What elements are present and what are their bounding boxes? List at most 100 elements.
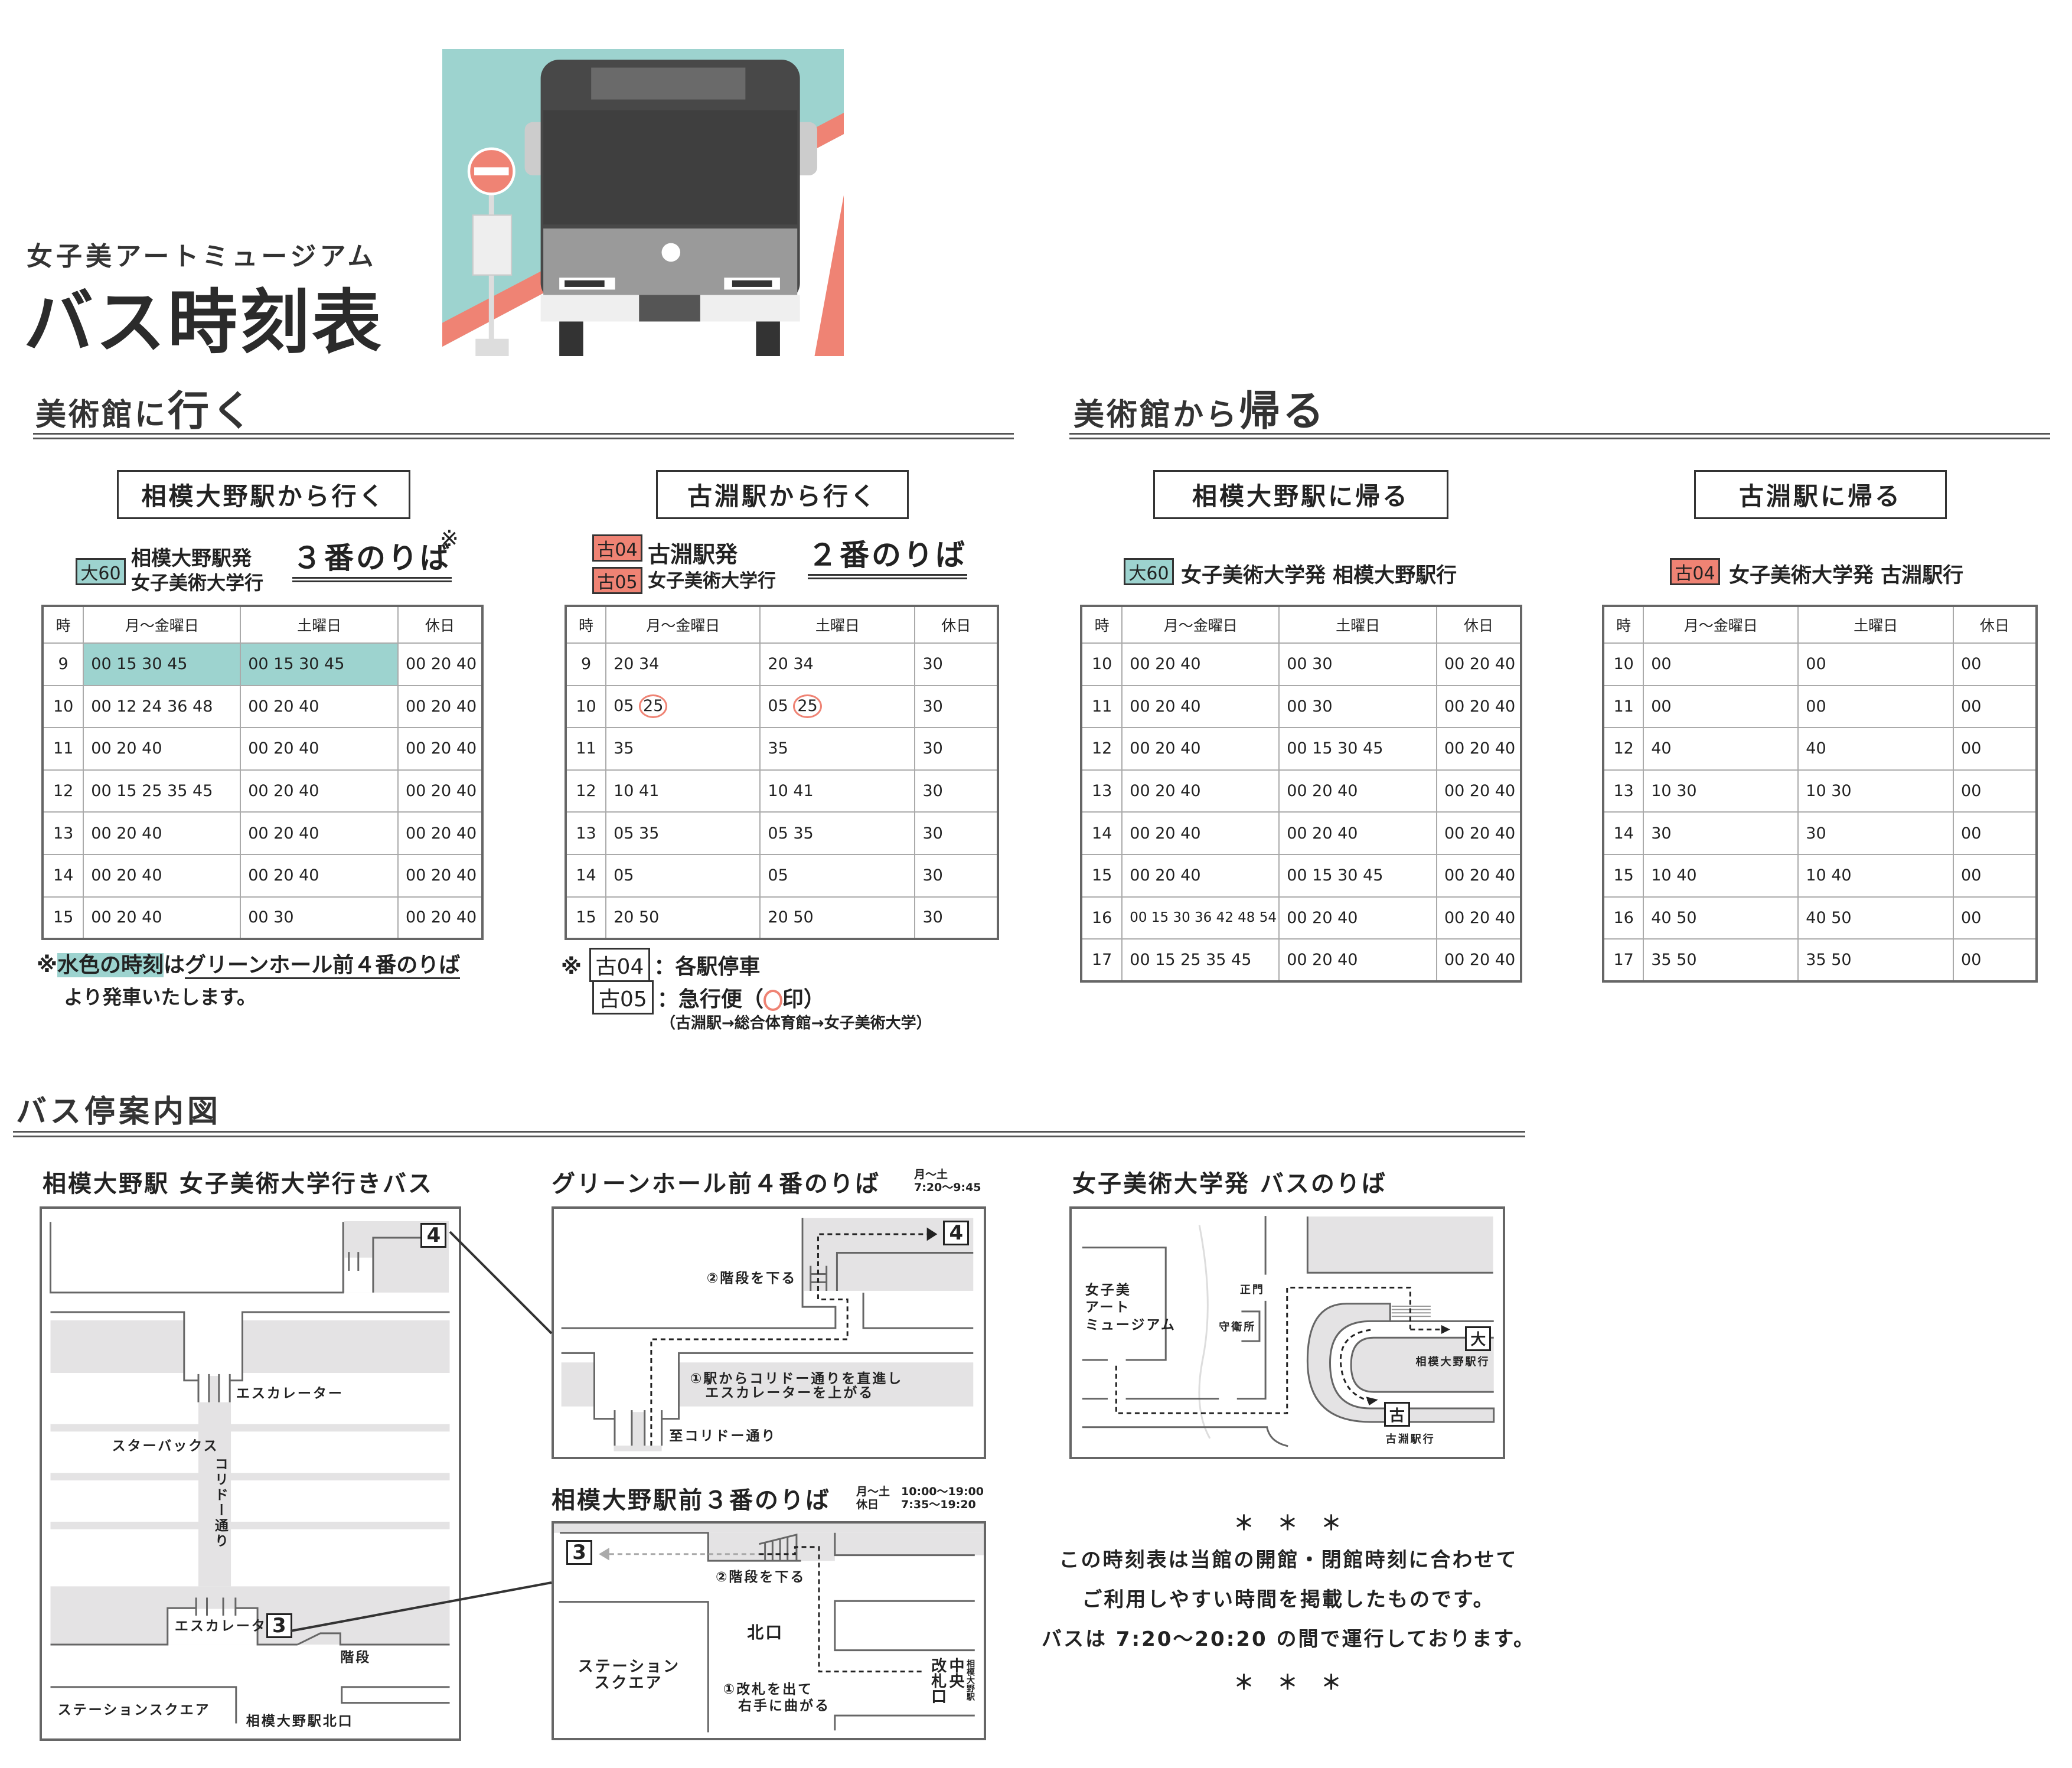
map-label-step1: ①駅からコリドー通りを直進し [690,1371,903,1387]
weekday-cell: 00 15 25 35 45 [1121,938,1280,982]
to-sagami-ono-button[interactable]: 相模大野駅に帰る [1153,470,1448,519]
table-header-row: 時月〜金曜日土曜日休日 [41,605,484,644]
map-label-north-exit: 相模大野駅北口 [246,1714,354,1730]
map-label-corridor: コリドー通り [212,1456,228,1549]
column-header: 時 [1080,605,1123,644]
weekday-cell: 35 50 [1643,938,1799,982]
section-return-large: 帰る [1239,387,1327,435]
saturday-cell: 05 35 [759,811,916,855]
holiday-cell: 00 20 40 [397,727,484,771]
hour-cell: 12 [1080,727,1123,771]
from-kobuchi-button[interactable]: 古淵駅から行く [656,470,909,519]
hour-cell: 11 [1080,684,1123,729]
from-sagami-ono-button[interactable]: 相模大野駅から行く [117,470,410,519]
holiday-cell: 00 [1953,811,2037,855]
holiday-cell: 30 [914,853,999,898]
to-kobuchi-button[interactable]: 古淵駅に帰る [1694,470,1947,519]
saturday-cell: 00 30 [240,896,399,940]
map-label-station: 相模大野駅 [965,1659,975,1701]
holiday-cell: 30 [914,811,999,855]
bus-stop-sagami-ono-marker: 大 [1465,1326,1492,1351]
divider [13,1136,1525,1137]
holiday-cell: 00 20 40 [397,853,484,898]
hour-cell: 10 [1602,642,1644,686]
divider [13,1131,1525,1133]
weekday-cell: 00 15 25 35 45 [83,769,242,813]
note-text: は [164,953,185,977]
map-title: 相模大野駅前３番のりば [552,1487,831,1514]
map-drawing [42,1221,459,1738]
bus-stop-3-marker: 3 [566,1539,593,1565]
map-label-museum: アート [1085,1300,1131,1316]
map-label-step2: ②階段を下る [715,1570,806,1586]
holiday-cell: 00 [1953,938,2037,982]
weekday-cell: 05 35 [605,811,761,855]
route-badge-outline: 古04 [589,948,651,982]
holiday-cell: 00 20 40 [397,896,484,940]
route-origin: 相模大野駅発 [131,547,252,570]
note-mark: ※ [440,526,459,552]
column-header: 時 [41,605,84,644]
note-route: （古淵駅→総合体育館→女子美術大学） [660,1015,932,1032]
holiday-cell: 00 20 40 [397,769,484,813]
divider [1069,433,2050,435]
saturday-cell: 10 41 [759,769,916,813]
saturday-cell: 00 20 40 [1278,769,1437,813]
saturday-cell: 05 25 [759,684,916,729]
note-express: 古05：急行便（印） [592,980,825,1015]
hour-cell: 11 [41,727,84,771]
service-days: 休日 [856,1498,879,1511]
saturday-cell: 00 20 40 [240,853,399,898]
note-line2: より発車いたします。 [64,986,257,1009]
hour-cell: 13 [1080,769,1123,813]
saturday-cell: 05 [759,853,916,898]
weekday-cell: 05 [605,853,761,898]
departure-times: 05 [768,697,788,716]
hour-cell: 16 [1602,896,1644,940]
hour-cell: 11 [1602,684,1644,729]
holiday-cell: 00 20 40 [397,684,484,729]
hour-cell: 12 [41,769,84,813]
weekday-cell: 00 20 40 [1121,769,1280,813]
red-circle-icon [763,990,782,1011]
map-label-station-square: ステーションスクエア [57,1702,211,1718]
table-header-row: 時月〜金曜日土曜日休日 [1080,605,1522,644]
holiday-cell: 00 20 40 [1435,811,1522,855]
saturday-cell: 00 20 40 [1278,811,1437,855]
weekday-cell: 05 25 [605,684,761,729]
note-local: ※ 古04：各駅停車 [561,948,760,982]
hour-cell: 14 [41,853,84,898]
weekday-cell: 40 [1643,727,1799,771]
holiday-cell: 30 [914,896,999,940]
column-header: 土曜日 [1278,605,1437,644]
hour-cell: 10 [1080,642,1123,686]
map-title: 女子美術大学発 バスのりば [1072,1170,1387,1198]
hour-cell: 11 [565,727,607,771]
note-text: ：急行便（ [657,987,763,1012]
service-days: 月〜土 [914,1168,948,1181]
hour-cell: 12 [565,769,607,813]
weekday-cell: 30 [1643,811,1799,855]
saturday-cell: 00 [1797,684,1954,729]
map-label-step1: ①改札を出て [723,1681,814,1697]
saturday-cell: 20 34 [759,642,916,686]
closing-line-1: この時刻表は当館の開館・閉館時刻に合わせて [1059,1548,1518,1572]
section-return-small: 美術館から [1073,397,1239,433]
map-label-step1: エスカレーターを上がる [705,1385,875,1401]
closing-line-3: バスは 7:20〜20:20 の間で運行しております。 [1041,1627,1536,1651]
map-label-museum: 女子美 [1085,1282,1131,1298]
map-label-guard-house: 守衛所 [1219,1320,1257,1333]
saturday-cell: 00 15 30 45 [1278,853,1437,898]
